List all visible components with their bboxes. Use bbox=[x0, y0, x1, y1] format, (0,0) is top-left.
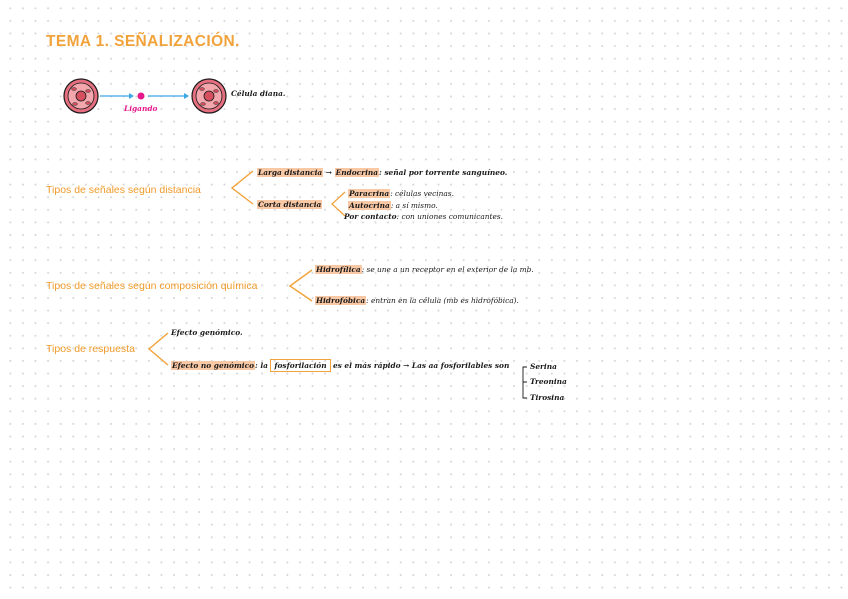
section-composition-label: Tipos de señales según composición quími… bbox=[46, 280, 257, 292]
bracket-aminoacids-icon bbox=[523, 367, 527, 398]
arrow-icon: → bbox=[326, 168, 332, 177]
genomic-effect: Efecto genómico. bbox=[171, 328, 243, 337]
long-distance-row: Larga distancia → Endocrina: señal por t… bbox=[257, 168, 507, 177]
contact-desc: : con uniones comunicantes. bbox=[397, 212, 503, 221]
short-distance-name: Corta distancia bbox=[257, 200, 322, 209]
ligand-dot-icon bbox=[138, 93, 145, 100]
contact-name: Por contacto bbox=[344, 212, 397, 221]
source-cell-icon bbox=[64, 79, 98, 113]
nongenomic-pre: : la bbox=[255, 361, 268, 370]
target-cell-icon bbox=[192, 79, 226, 113]
paracrine-name: Paracrina bbox=[348, 189, 390, 198]
brace-composition-icon bbox=[290, 270, 312, 301]
section-distance-label: Tipos de señales según distancia bbox=[46, 184, 201, 196]
autocrine-desc: : a sí mismo. bbox=[391, 201, 438, 210]
long-distance-name: Larga distancia bbox=[257, 168, 323, 177]
phosphorylation-box: fosforilación bbox=[270, 359, 330, 372]
list-item: Por contacto: con uniones comunicantes. bbox=[344, 212, 503, 221]
target-cell-label: Célula diana. bbox=[231, 89, 285, 98]
ligand-label: Ligando bbox=[124, 104, 157, 113]
autocrine-name: Autocrina bbox=[348, 201, 391, 210]
brace-response-icon bbox=[149, 333, 168, 365]
list-item: Hidrofílica: se une a un receptor en el … bbox=[315, 265, 534, 274]
list-item: Hidrofóbica: entran en la célula (mb es … bbox=[315, 296, 519, 305]
hydrophilic-name: Hidrofílica bbox=[315, 265, 362, 274]
hydrophobic-desc: : entran en la célula (mb es hidrofóbica… bbox=[366, 296, 519, 305]
list-item: Autocrina: a sí mismo. bbox=[348, 201, 438, 210]
short-distance-row: Corta distancia bbox=[257, 200, 322, 209]
endocrine-desc: : señal por torrente sanguíneo. bbox=[379, 168, 507, 177]
nongenomic-post: es el más rápido → Las aa fosforilables … bbox=[333, 361, 509, 370]
list-item: Paracrina: células vecinas. bbox=[348, 189, 454, 198]
endocrine-name: Endocrina bbox=[335, 168, 379, 177]
aminoacid-threonine: Treonina bbox=[530, 377, 567, 386]
section-response-label: Tipos de respuesta bbox=[46, 343, 135, 355]
nongenomic-row: Efecto no genómico: la fosforilación es … bbox=[171, 361, 509, 370]
aminoacid-tyrosine: Tirosina bbox=[530, 393, 564, 402]
paracrine-desc: : células vecinas. bbox=[390, 189, 454, 198]
nongenomic-name: Efecto no genómico bbox=[171, 361, 255, 370]
hydrophobic-name: Hidrofóbica bbox=[315, 296, 366, 305]
brace-distance-icon bbox=[232, 171, 253, 204]
hydrophilic-desc: : se une a un receptor en el exterior de… bbox=[362, 265, 534, 274]
aminoacid-serine: Serina bbox=[530, 362, 557, 371]
